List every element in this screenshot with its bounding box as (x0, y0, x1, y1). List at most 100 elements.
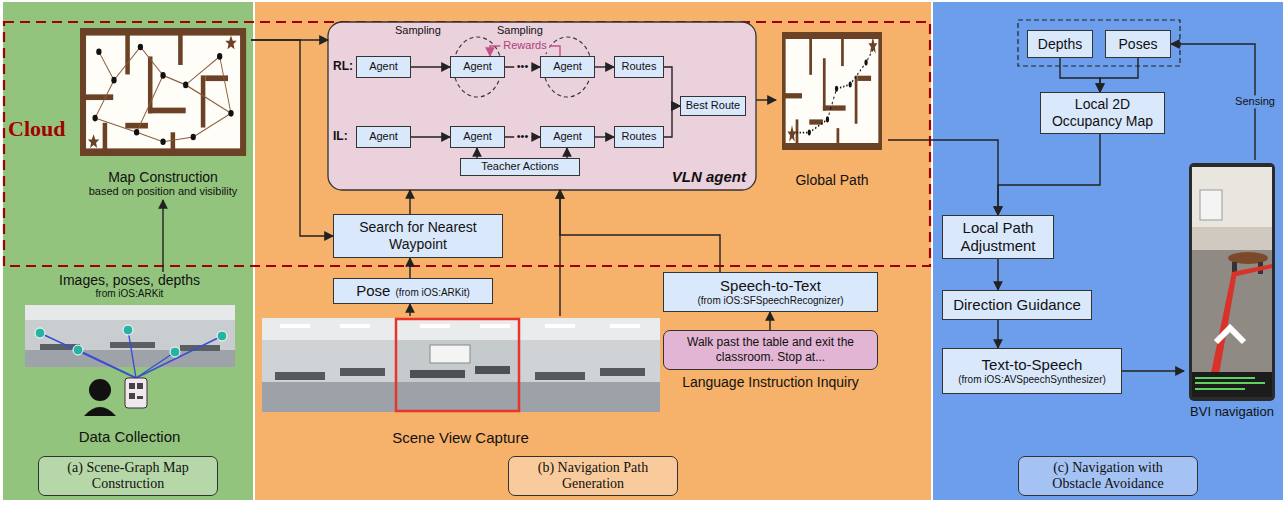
sensor-box: Depths (1027, 30, 1093, 58)
scene-graph-map (92, 115, 97, 122)
node-text: Local Path Adjustment (951, 219, 1045, 255)
phone-screenshot (1192, 372, 1272, 397)
scene-graph-map (183, 82, 188, 89)
vln-agent-background (328, 22, 756, 190)
agent-box: Agent (540, 126, 595, 148)
data-collection-picture (25, 305, 235, 367)
edge-label: Sensing (1232, 95, 1278, 108)
phone-screenshot (1195, 382, 1265, 384)
node-text: BVI navigation (1190, 405, 1274, 420)
data-collection-picture (40, 333, 136, 378)
connector-arrow (997, 259, 998, 290)
connector-arrow (1122, 370, 1184, 371)
panel-label: (b) Navigation Path Generation (508, 456, 678, 496)
scene-panorama (475, 366, 510, 374)
phone-illustration: BVI navigation (1184, 160, 1280, 422)
phone-screenshot (1192, 250, 1272, 397)
data-collection-picture (25, 305, 235, 416)
agent-box: Agent (540, 56, 595, 78)
panel: (a) Scene-Graph Map Construction Map Cons… (3, 2, 253, 500)
scene-panorama (535, 372, 585, 380)
phone-screenshot (1192, 167, 1272, 227)
scene-graph-map (140, 47, 163, 75)
connector-arrow (769, 312, 770, 330)
scene-panorama (340, 368, 385, 376)
region-label: Cloud (8, 116, 65, 141)
agent-box: Agent (450, 56, 505, 78)
process-box: Search for Nearest Waypoint (333, 214, 503, 258)
scene-graph-map (92, 44, 233, 145)
node-text: Routes (622, 60, 657, 73)
node-title: Map Construction (108, 169, 218, 185)
scene-panorama (480, 324, 510, 328)
phone-screenshot (1189, 163, 1275, 401)
global-path-map (784, 35, 880, 146)
panel-label: (a) Scene-Graph Map Construction (38, 456, 218, 496)
node-text: Agent (369, 130, 398, 143)
node-text: Speech-to-Text (720, 277, 821, 294)
global-path-map (788, 125, 797, 141)
data-collection-picture (136, 352, 175, 378)
node-text: Teacher Actions (481, 160, 559, 173)
scene-panorama (262, 318, 660, 340)
scene-graph-map (114, 47, 140, 80)
scene-graph-map (163, 75, 186, 84)
node-text: Local 2D Occupancy Map (1049, 96, 1156, 130)
connector-arrow (1060, 58, 1100, 92)
scene-panorama (396, 319, 519, 411)
data-collection-picture (73, 345, 83, 355)
node-text: Global Path (795, 172, 868, 188)
process-box: Local Path Adjustment (942, 215, 1054, 259)
agent-box: Agent (356, 56, 411, 78)
global-path-illustration: Global Path (776, 25, 888, 190)
global-path-map (826, 116, 829, 122)
global-path-map (849, 81, 852, 87)
scene-panorama (262, 318, 660, 412)
scene-graph-map (186, 56, 220, 84)
instruction-text: Walk past the table and exit the classro… (663, 330, 878, 370)
data-collection-picture (110, 342, 155, 348)
process-box: Pose(from iOS:ARKit) (333, 278, 493, 304)
row-label: RL: (333, 60, 353, 74)
agent-box: Agent (450, 126, 505, 148)
data-collection-picture (125, 378, 147, 408)
node-text: Text-to-Speech (982, 356, 1083, 373)
node-caption: Language Instruction Inquiry (682, 374, 859, 390)
scene-panorama (280, 324, 310, 328)
panel-background (255, 2, 931, 500)
connector-arrow (560, 190, 720, 272)
data-collection-picture (170, 347, 180, 357)
global-path-map (808, 60, 868, 136)
connector-arrow (566, 148, 567, 158)
panel: (b) Navigation Path GenerationVLN agentA… (255, 2, 931, 500)
teacher-actions-box: Teacher Actions (460, 158, 580, 176)
loop-label: Sampling (497, 24, 543, 37)
edge-label: ••• (514, 60, 532, 73)
data-collection-picture (180, 345, 220, 351)
scene-panorama (600, 368, 645, 376)
cloud-region (4, 22, 930, 266)
node-subtitle: based on position and visibility (89, 185, 238, 198)
node-text: Routes (622, 130, 657, 143)
node-text: Agent (463, 130, 492, 143)
scene-graph-map (160, 138, 165, 145)
data-collection-picture (129, 383, 135, 389)
scene-panorama (262, 382, 660, 412)
panel: (c) Navigation with Obstacle AvoidanceDe… (933, 2, 1283, 500)
connector-arrow (998, 134, 1100, 215)
connector-arrow (664, 67, 680, 106)
scene-graph-map (95, 80, 114, 118)
global-path-map (835, 86, 838, 92)
node-subtitle: from iOS:ARKit (96, 288, 164, 300)
data-collection-picture (35, 328, 45, 338)
node-text: Agent (369, 60, 398, 73)
phone-screenshot (1195, 377, 1255, 379)
scene-panorama (430, 345, 470, 363)
data-collection-picture (128, 330, 136, 378)
scene-graph-map (96, 48, 101, 55)
scene-graph-map (83, 32, 243, 152)
scene-graph-map (228, 110, 233, 117)
scene-panorama (545, 324, 575, 328)
node-text: Poses (1119, 36, 1158, 52)
